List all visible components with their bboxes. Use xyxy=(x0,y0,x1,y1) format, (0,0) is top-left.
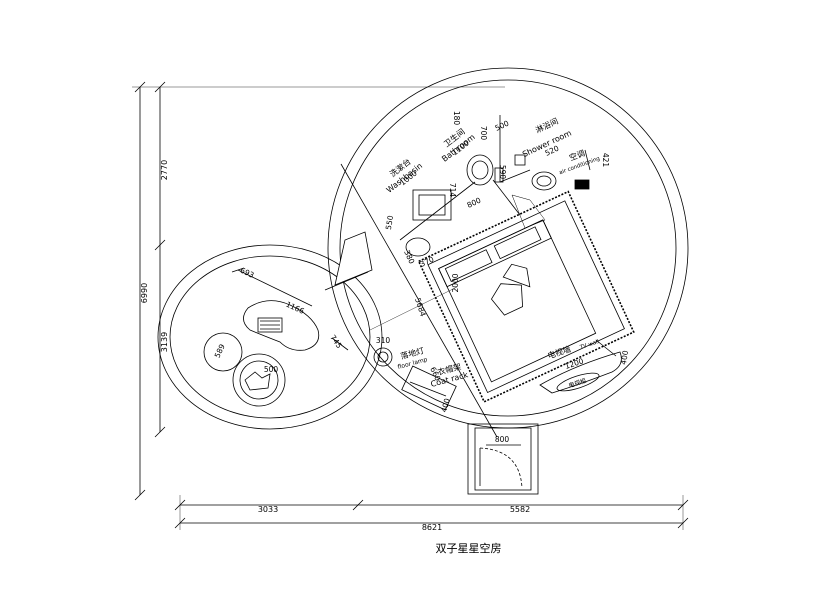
lower-height-label: 3139 xyxy=(160,332,169,352)
room-labels: 洗漱台 Washbasin 卫生间 Bathroom 淋浴间 Shower ro… xyxy=(385,116,601,390)
shower-cn-label: 淋浴间 xyxy=(534,116,560,135)
plan-caption: 双子星星空房 xyxy=(0,540,837,556)
bed xyxy=(417,190,635,403)
diagonal-dimension-line xyxy=(340,163,498,438)
tv-console xyxy=(539,339,622,394)
bed-length-label: 2000 xyxy=(451,273,460,292)
v590-label: 590 xyxy=(498,165,507,180)
lounge-furniture xyxy=(203,267,349,407)
walls xyxy=(157,67,689,495)
upper-height-label: 2770 xyxy=(160,160,169,180)
nightstand-370-label: 370 xyxy=(419,255,436,269)
basin-depth-label: 550 xyxy=(384,215,395,231)
bath-500-label: 500 xyxy=(494,119,511,133)
sofa-width-label: 1166 xyxy=(285,300,306,316)
plan-caption-text: 双子星星空房 xyxy=(435,542,502,555)
overall-dimensions xyxy=(132,81,689,530)
v714-label: 714 xyxy=(448,183,457,198)
bathroom xyxy=(399,115,591,257)
tv-wall-en-label: TV wall xyxy=(578,339,600,351)
bedroom-furniture xyxy=(373,347,457,411)
gap-label: 745 xyxy=(328,333,344,350)
tv-1200-label: 1200 xyxy=(564,356,585,371)
total-height-label: 6990 xyxy=(140,283,149,303)
bath-180-label: 180 xyxy=(452,111,461,126)
ac-cn-label: 空调 xyxy=(568,148,586,163)
v800-label: 800 xyxy=(466,196,483,210)
right-width-label: 5582 xyxy=(510,505,530,514)
small-table-label: 589 xyxy=(213,342,227,359)
door-width-label: 800 xyxy=(495,435,510,444)
round-table-label: 500 xyxy=(264,365,279,374)
ac-421-label: 421 xyxy=(601,153,610,168)
nightstand-380-label: 380 xyxy=(402,249,416,266)
rack-400-label: 400 xyxy=(439,397,451,413)
tv-wall-cn-label: 电视墙 xyxy=(546,344,572,361)
tv-400-label: 400 xyxy=(619,350,630,366)
lamp-310-label: 310 xyxy=(376,336,391,345)
left-width-label: 3033 xyxy=(258,505,278,514)
bath-700-label: 700 xyxy=(479,126,488,141)
dimension-texts: 6990 2770 3139 3033 5582 8621 800 2000 5… xyxy=(140,111,630,532)
total-width-label: 8621 xyxy=(422,523,442,532)
diagonal-length-label: 5684 xyxy=(413,297,428,318)
